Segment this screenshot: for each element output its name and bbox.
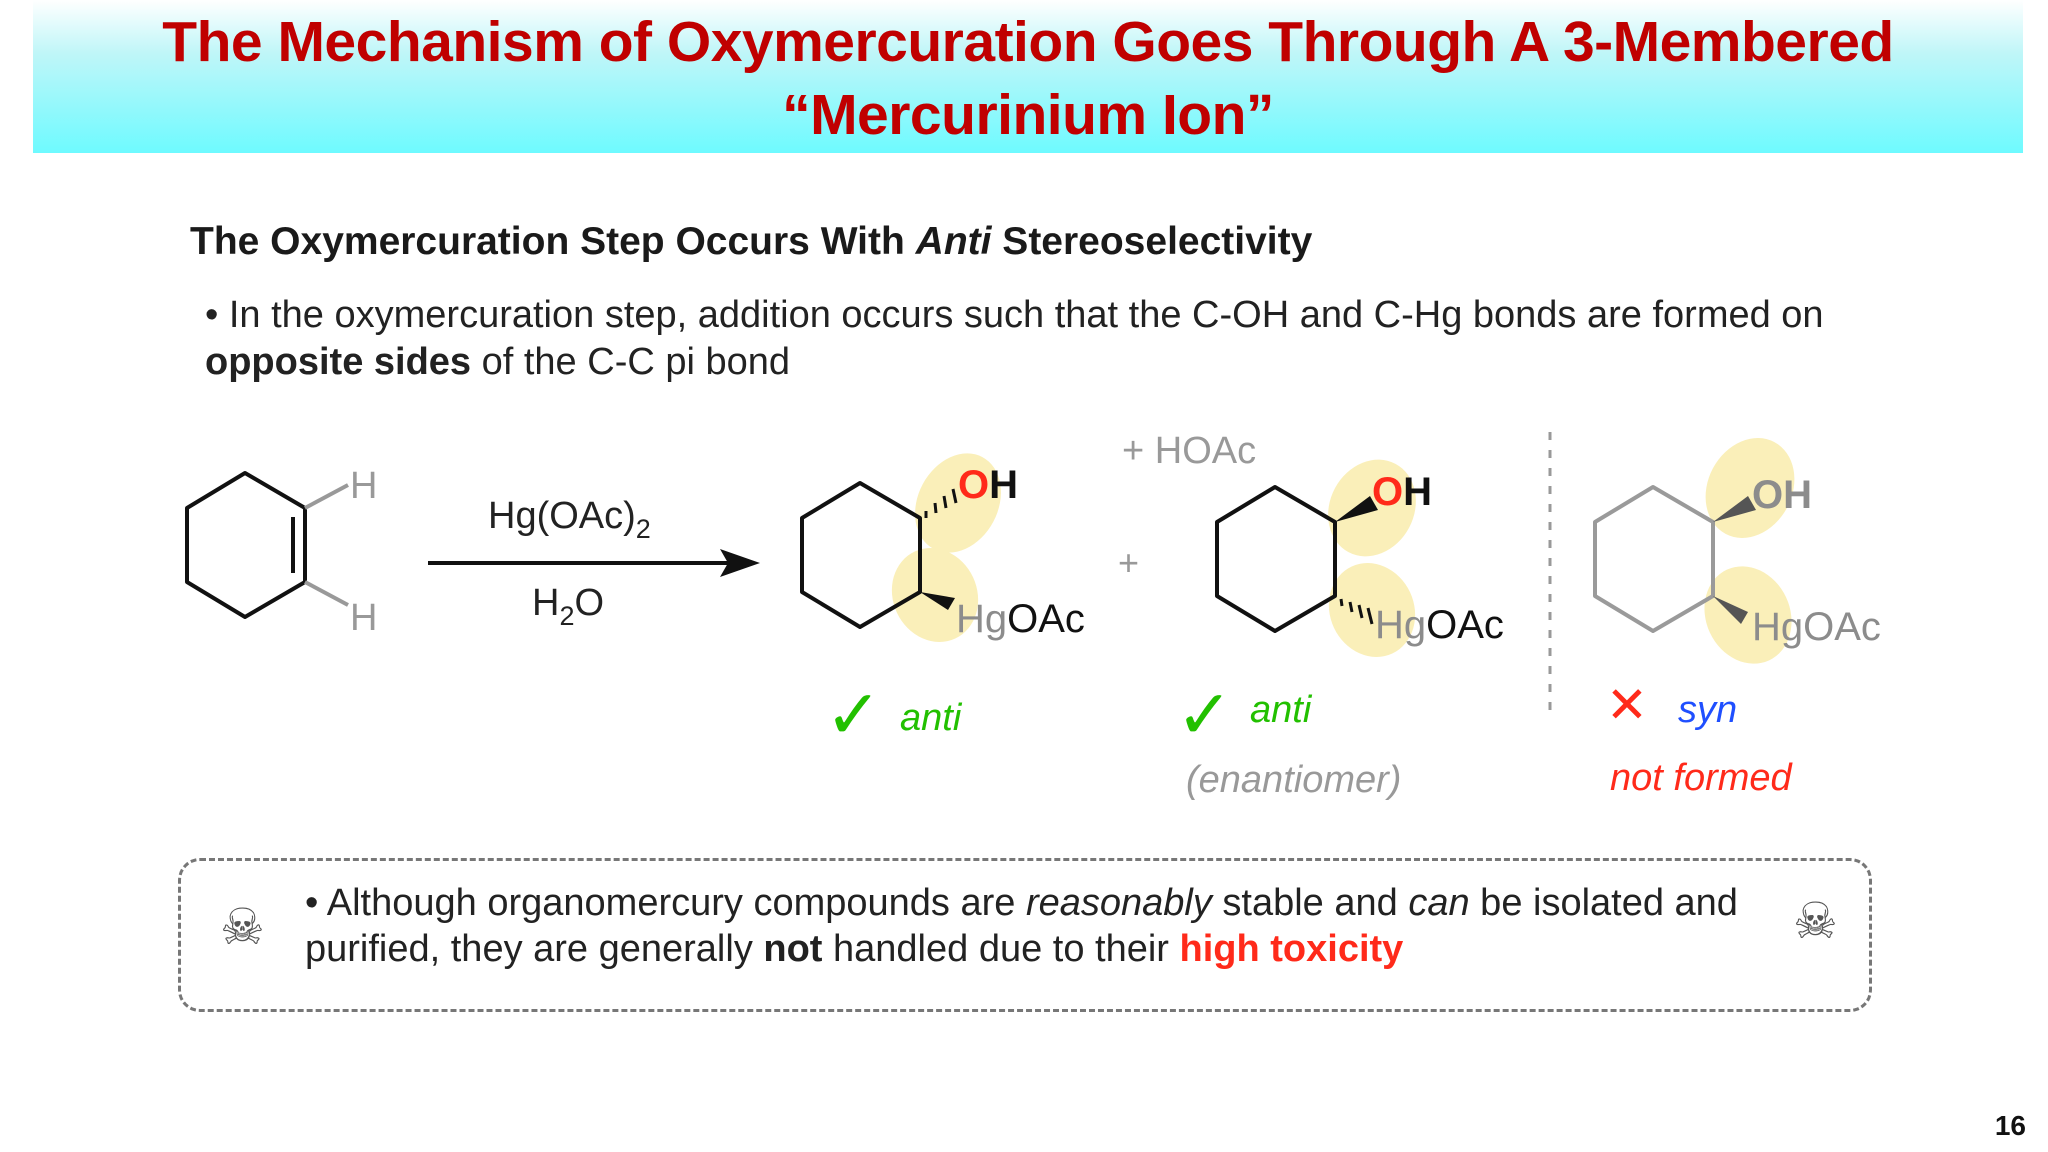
- cyclohexene-structure: [185, 471, 349, 619]
- reaction-arrow-head: [720, 549, 760, 577]
- heading-emphasis: Anti: [915, 220, 992, 263]
- reagent-hgoac2: Hg(OAc)2: [488, 495, 651, 544]
- product-anti-wedge-bond: [920, 592, 955, 610]
- title-bar: The Mechanism of Oxymercuration Goes Thr…: [33, 0, 2023, 153]
- product-enantiomer-structure: [1215, 485, 1337, 633]
- bullet-text-end: of the C-C pi bond: [471, 341, 791, 383]
- label-not-formed: not formed: [1610, 757, 1794, 799]
- product-enantiomer-hgoac: HgOAc: [1375, 603, 1504, 647]
- syn-product-oh: OH: [1752, 473, 1812, 517]
- tox-text-3: be isolated and purified, they are gener…: [305, 882, 1738, 970]
- section-heading: The Oxymercuration Step Occurs With Anti…: [190, 220, 1312, 264]
- tox-emphasis-2: can: [1408, 882, 1470, 924]
- product-enantiomer-oh: OH: [1372, 470, 1432, 514]
- check-icon: ✓: [1176, 676, 1233, 755]
- product-anti-hgoac: HgOAc: [956, 597, 1085, 641]
- title-line-2: “Mercurinium Ion”: [782, 83, 1274, 147]
- cross-icon: ✕: [1606, 676, 1648, 734]
- label-syn: syn: [1678, 689, 1737, 731]
- syn-product-wedge-top: [1713, 496, 1756, 522]
- product-enantiomer-hashed-bond: [1339, 598, 1374, 625]
- slide-title: The Mechanism of Oxymercuration Goes Thr…: [33, 6, 2023, 152]
- alkene-h-top: H: [350, 465, 377, 507]
- product-enantiomer-wedge-bond: [1335, 496, 1378, 522]
- bullet-text: • In the oxymercuration step, addition o…: [205, 294, 1824, 336]
- page-number: 16: [1994, 1110, 2026, 1141]
- tox-bold: not: [763, 928, 823, 970]
- reagent-water: H2O: [532, 582, 604, 631]
- heading-text-end: Stereoselectivity: [991, 220, 1313, 263]
- label-enantiomer: (enantiomer): [1186, 759, 1401, 801]
- skull-icon: ☠: [220, 899, 265, 955]
- product-anti-oh: OH: [958, 463, 1018, 507]
- bullet-point: • In the oxymercuration step, addition o…: [205, 292, 1885, 386]
- plus-sign: +: [1118, 542, 1139, 583]
- label-anti-1: anti: [900, 697, 963, 739]
- syn-product-hgoac: HgOAc: [1752, 605, 1881, 649]
- syn-product-structure: [1593, 485, 1715, 633]
- tox-text-4: handled due to their: [822, 928, 1180, 970]
- byproduct-hoac: + HOAc: [1122, 430, 1256, 472]
- bullet-bold: opposite sides: [205, 341, 472, 383]
- check-icon: ✓: [825, 676, 882, 755]
- skull-icon: ☠: [1793, 893, 1838, 949]
- alkene-h-bottom: H: [350, 597, 377, 639]
- tox-text-1: • Although organomercury compounds are: [305, 882, 1026, 924]
- tox-text-2: stable and: [1211, 882, 1409, 924]
- heading-text: The Oxymercuration Step Occurs With: [190, 220, 916, 263]
- tox-emphasis-1: reasonably: [1025, 882, 1212, 924]
- syn-product-wedge-bottom: [1713, 596, 1748, 624]
- tox-high-toxicity: high toxicity: [1179, 928, 1404, 970]
- product-anti-hashed-bond: [924, 488, 958, 518]
- label-anti-2: anti: [1250, 689, 1313, 731]
- toxicity-callout: [178, 858, 1872, 1012]
- toxicity-text: • Although organomercury compounds are r…: [305, 880, 1805, 972]
- title-line-1: The Mechanism of Oxymercuration Goes Thr…: [162, 10, 1894, 74]
